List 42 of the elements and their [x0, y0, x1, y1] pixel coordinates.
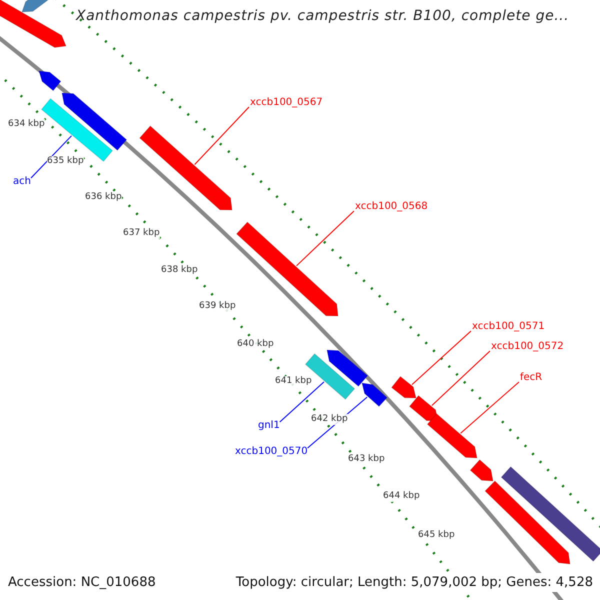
tick-label: 644 kbp — [383, 491, 420, 502]
gene-feature — [139, 125, 232, 210]
tick-label: 634 kbp — [8, 119, 45, 130]
gene-feature — [0, 0, 67, 48]
leader-line — [279, 381, 324, 422]
gene-block — [500, 466, 600, 562]
gene-label: gnl1 — [258, 420, 280, 432]
gene-feature — [236, 222, 338, 316]
gene-label: xccb100_0567 — [250, 97, 323, 109]
leader-line — [30, 135, 72, 178]
gene-feature — [38, 70, 62, 92]
gene-feature — [361, 382, 388, 407]
leader-line — [296, 210, 354, 266]
tick-label: 638 kbp — [161, 265, 198, 276]
gene-label: xccb100_0570 — [235, 446, 308, 458]
tick-label: 641 kbp — [275, 376, 312, 387]
tick-label: 640 kbp — [237, 339, 274, 350]
tick-label: 643 kbp — [348, 454, 385, 465]
gene-feature — [326, 350, 368, 387]
gene-label: xccb100_0568 — [355, 201, 428, 213]
gene-feature — [391, 376, 417, 398]
gene-feature — [426, 413, 478, 458]
title: Xanthomonas campestris pv. campestris str. B100, complete ge... — [76, 8, 570, 24]
tick-label: 635 kbp — [47, 156, 84, 167]
gene-label: xccb100_0572 — [491, 341, 564, 353]
tick-label: 636 kbp — [85, 192, 122, 203]
tick-label: 645 kbp — [418, 530, 455, 541]
leader-line — [194, 106, 250, 165]
leader-line — [412, 330, 472, 386]
gene-label: xccb100_0571 — [472, 321, 545, 333]
gene-feature — [408, 395, 438, 422]
tick-label: 637 kbp — [123, 228, 160, 239]
tick-label: 639 kbp — [199, 301, 236, 312]
gene-label: fecR — [520, 372, 542, 384]
leader-line — [431, 350, 490, 406]
gene-feature — [21, 0, 50, 12]
leader-line — [460, 382, 520, 434]
gene-feature — [484, 480, 570, 564]
gene-feature — [62, 92, 128, 151]
tick-label: 642 kbp — [311, 414, 348, 425]
gene-feature — [470, 459, 494, 482]
gene-label: ach — [13, 176, 31, 188]
